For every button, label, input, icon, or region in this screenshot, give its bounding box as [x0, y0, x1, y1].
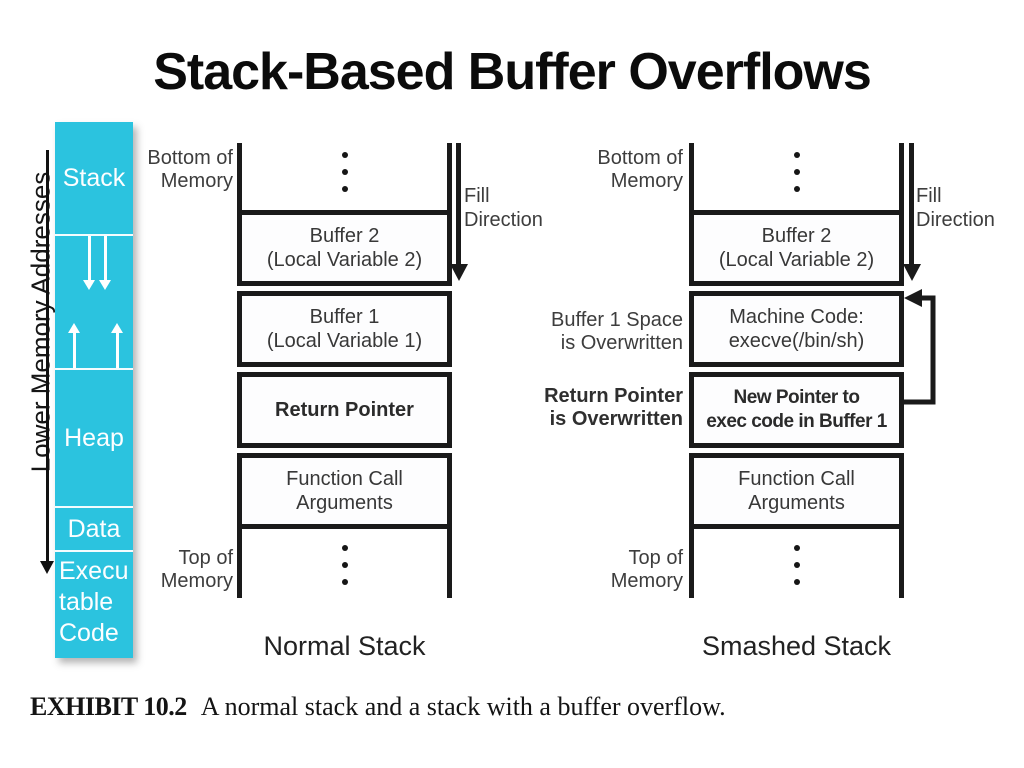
- sidebar-section-data: Data: [55, 508, 133, 550]
- data-label: Data: [67, 514, 121, 543]
- stack-row-return-pointer: Return Pointer: [237, 372, 452, 448]
- down-arrowhead-icon: [903, 264, 921, 281]
- fill-direction-arrow: [909, 143, 914, 265]
- stack-row-buffer1: Buffer 1 (Local Variable 1): [237, 291, 452, 367]
- down-arrowhead-icon: [450, 264, 468, 281]
- sidebar-divider: [55, 368, 133, 370]
- memory-layout-sidebar: Stack Heap Data Execu table Co: [55, 122, 133, 658]
- stack-row-function-args: Function Call Arguments: [689, 453, 904, 529]
- smashed-stack-column: Buffer 2 (Local Variable 2) Machine Code…: [689, 143, 904, 598]
- down-arrow-icon: [99, 236, 111, 290]
- overwritten-return-annotation: Return Pointer is Overwritten: [544, 385, 683, 430]
- normal-stack-caption: Normal Stack: [263, 631, 426, 661]
- heap-label: Heap: [64, 423, 124, 452]
- fill-direction-label: Fill Direction: [464, 185, 543, 231]
- lower-memory-axis-label: Lower Memory Addresses: [25, 171, 56, 473]
- top-of-memory-label: Top of Memory: [160, 547, 233, 592]
- ellipsis-dots: [689, 529, 904, 598]
- bottom-of-memory-label: Bottom of Memory: [597, 147, 683, 192]
- ellipsis-dots: [689, 143, 904, 210]
- exhibit-caption: EXHIBIT 10.2 A normal stack and a stack w…: [30, 692, 726, 722]
- stack-label: Stack: [62, 163, 126, 192]
- sidebar-divider: [55, 234, 133, 236]
- sidebar-divider: [55, 550, 133, 552]
- smashed-stack-caption: Smashed Stack: [701, 631, 892, 661]
- bottom-of-memory-label: Bottom of Memory: [147, 147, 233, 192]
- up-arrow-icon: [111, 323, 123, 368]
- ellipsis-dots: [237, 529, 452, 598]
- exhibit-text: A normal stack and a stack with a buffer…: [200, 692, 726, 721]
- down-arrowhead-icon: [40, 561, 54, 574]
- stack-growth-arrows: [55, 236, 133, 368]
- exec-redirect-arrow: [901, 289, 936, 405]
- stack-row-new-pointer: New Pointer to exec code in Buffer 1: [689, 372, 904, 448]
- sidebar-section-stack: Stack: [55, 122, 133, 234]
- stack-row-function-args: Function Call Arguments: [237, 453, 452, 529]
- sidebar-section-executable: Execu table Code: [55, 552, 133, 662]
- ellipsis-dots: [237, 143, 452, 210]
- sidebar-divider: [55, 506, 133, 508]
- top-of-memory-label: Top of Memory: [610, 547, 683, 592]
- stack-row-buffer2: Buffer 2 (Local Variable 2): [237, 210, 452, 286]
- stack-row-buffer2: Buffer 2 (Local Variable 2): [689, 210, 904, 286]
- lower-memory-axis-arrow: [46, 150, 49, 562]
- exhibit-number: EXHIBIT 10.2: [30, 692, 187, 721]
- normal-stack-column: Buffer 2 (Local Variable 2) Buffer 1 (Lo…: [237, 143, 452, 598]
- stack-row-machine-code: Machine Code: execve(/bin/sh): [689, 291, 904, 367]
- slide-title: Stack-Based Buffer Overflows: [153, 43, 872, 101]
- down-arrow-icon: [83, 236, 95, 290]
- overwritten-buffer-annotation: Buffer 1 Space is Overwritten: [551, 309, 683, 354]
- sidebar-section-heap: Heap: [55, 370, 133, 506]
- up-arrow-icon: [68, 323, 80, 368]
- fill-direction-label: Fill Direction: [916, 185, 995, 231]
- fill-direction-arrow: [456, 143, 461, 265]
- executable-code-label: Execu table Code: [59, 557, 129, 647]
